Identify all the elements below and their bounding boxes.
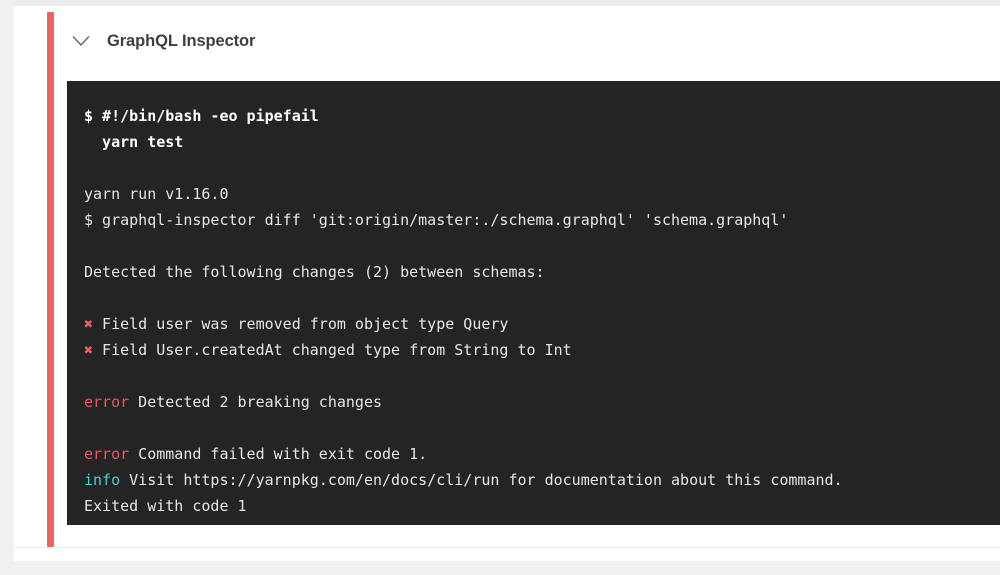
- chevron-down-icon[interactable]: [68, 28, 94, 54]
- terminal-line: [84, 155, 1000, 181]
- cross-icon: ✖: [84, 315, 94, 333]
- terminal-line: [84, 233, 1000, 259]
- terminal-line: $ #!/bin/bash -eo pipefail: [84, 103, 1000, 129]
- terminal-line: [84, 363, 1000, 389]
- terminal-line: error Detected 2 breaking changes: [84, 389, 1000, 415]
- terminal-line: yarn test: [84, 129, 1000, 155]
- terminal-plain-text: $ graphql-inspector diff 'git:origin/mas…: [84, 211, 789, 229]
- terminal-plain-text: Exited with code 1: [84, 497, 247, 515]
- terminal-line: error Command failed with exit code 1.: [84, 441, 1000, 467]
- page-title: GraphQL Inspector: [107, 31, 256, 50]
- build-step-card: GraphQL Inspector $ #!/bin/bash -eo pipe…: [14, 6, 1000, 561]
- terminal-plain-text: yarn run v1.16.0: [84, 185, 229, 203]
- card-divider: [14, 547, 1000, 548]
- info-label: info: [84, 471, 121, 489]
- build-step-header[interactable]: GraphQL Inspector: [68, 20, 255, 62]
- terminal-line: ✖ Field User.createdAt changed type from…: [84, 337, 1000, 363]
- terminal-line: [84, 285, 1000, 311]
- cross-icon: ✖: [84, 341, 94, 359]
- terminal-change-text: Field user was removed from object type …: [93, 315, 509, 333]
- terminal-line: $ graphql-inspector diff 'git:origin/mas…: [84, 207, 1000, 233]
- status-accent-bar: [47, 12, 54, 547]
- terminal-line: info Visit https://yarnpkg.com/en/docs/c…: [84, 467, 1000, 493]
- terminal-command-text: $ #!/bin/bash -eo pipefail: [84, 107, 319, 125]
- terminal-line: yarn run v1.16.0: [84, 181, 1000, 207]
- terminal-command-text: yarn test: [84, 133, 184, 151]
- terminal-message-text: Command failed with exit code 1.: [129, 445, 428, 463]
- terminal-message-text: Visit https://yarnpkg.com/en/docs/cli/ru…: [120, 471, 843, 489]
- terminal-output[interactable]: $ #!/bin/bash -eo pipefail yarn test yar…: [67, 81, 1000, 525]
- terminal-plain-text: Detected the following changes (2) betwe…: [84, 263, 545, 281]
- terminal-line: ✖ Field user was removed from object typ…: [84, 311, 1000, 337]
- terminal-line: [84, 415, 1000, 441]
- terminal-change-text: Field User.createdAt changed type from S…: [93, 341, 572, 359]
- terminal-line: Detected the following changes (2) betwe…: [84, 259, 1000, 285]
- error-label: error: [84, 445, 130, 463]
- error-label: error: [84, 393, 130, 411]
- page-top-strip: [14, 0, 1000, 6]
- terminal-message-text: Detected 2 breaking changes: [129, 393, 383, 411]
- terminal-line: Exited with code 1: [84, 493, 1000, 519]
